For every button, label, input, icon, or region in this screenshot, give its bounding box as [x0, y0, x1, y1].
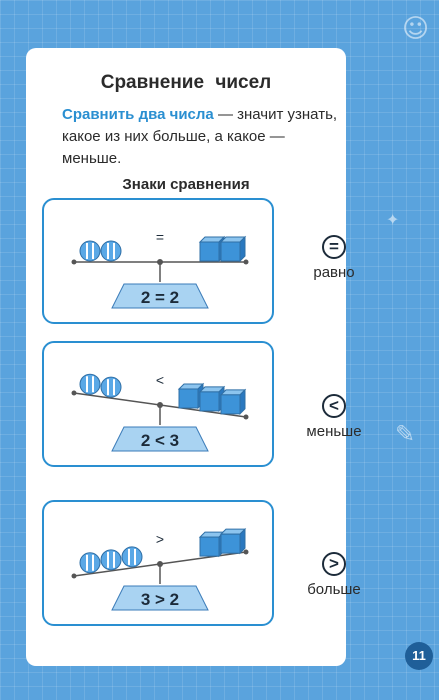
- page-title: Сравнение чисел: [100, 72, 272, 93]
- scale-base: [111, 283, 209, 309]
- greater-sign-icon: >: [322, 552, 346, 576]
- definition-term: Сравнить два числа: [62, 106, 214, 123]
- beam-end-right: [243, 549, 249, 555]
- beam-end-left: [71, 259, 77, 265]
- cube: [199, 536, 220, 557]
- cube: [220, 533, 241, 554]
- cube-side: [239, 235, 246, 263]
- less-sign-icon: <: [322, 394, 346, 418]
- beam-pivot: [157, 259, 163, 265]
- cube-side: [239, 388, 246, 416]
- ball: [100, 240, 122, 262]
- ball: [121, 546, 143, 568]
- beam-pivot: [157, 402, 163, 408]
- cube: [178, 388, 199, 409]
- comparison-expression: 3 > 2: [141, 590, 179, 609]
- ball: [79, 240, 101, 262]
- beam-sign: <: [156, 372, 164, 388]
- beam-end-right: [243, 414, 249, 420]
- page-number: 11: [405, 642, 433, 670]
- doodle-star-icon: ✦: [386, 210, 400, 229]
- sign-group-less: < меньше: [294, 394, 374, 440]
- comparison-panel-greater: 3 > 2 >: [42, 500, 274, 626]
- comparison-expression: 2 = 2: [141, 288, 179, 307]
- scale-base: [111, 426, 209, 452]
- sign-label-equal: равно: [313, 264, 355, 281]
- beam-pivot: [157, 561, 163, 567]
- scale-base: [111, 585, 209, 611]
- sign-group-greater: > больше: [294, 552, 374, 598]
- definition-text: Сравнить два числа — значит узнать, како…: [62, 104, 342, 170]
- ball: [100, 549, 122, 571]
- cube: [199, 241, 220, 262]
- ball: [79, 552, 101, 574]
- doodle-smiley-icon: ☺: [402, 14, 430, 44]
- cube: [220, 241, 241, 262]
- ball: [100, 376, 122, 398]
- beam-end-left: [71, 390, 77, 396]
- doodle-book-icon: ✎: [395, 420, 416, 448]
- beam-end-right: [243, 259, 249, 265]
- sign-label-less: меньше: [306, 423, 362, 440]
- signs-heading: Знаки сравнения: [122, 176, 250, 193]
- equal-sign-icon: =: [322, 235, 346, 259]
- cube: [220, 394, 241, 415]
- beam-sign: >: [156, 531, 164, 547]
- beam-end-left: [71, 573, 77, 579]
- comparison-panel-less: 2 < 3 <: [42, 341, 274, 467]
- sign-group-equal: = равно: [294, 235, 374, 281]
- cube: [199, 391, 220, 412]
- definition-body: — значит узнать, какое из них больше, а …: [62, 106, 338, 167]
- scale-illustration-less: 2 < 3 <: [71, 372, 249, 452]
- page-card: Сравнение чисел Сравнить два числа — зна…: [26, 48, 362, 666]
- scale-illustration-equal: 2 = 2 =: [71, 229, 249, 309]
- comparison-panel-equal: 2 = 2 =: [42, 198, 274, 324]
- cube-side: [239, 527, 246, 555]
- ball: [79, 373, 101, 395]
- comparison-expression: 2 < 3: [141, 431, 179, 450]
- beam-sign: =: [156, 229, 164, 245]
- sign-label-greater: больше: [307, 581, 361, 598]
- scale-illustration-greater: 3 > 2 >: [71, 527, 249, 611]
